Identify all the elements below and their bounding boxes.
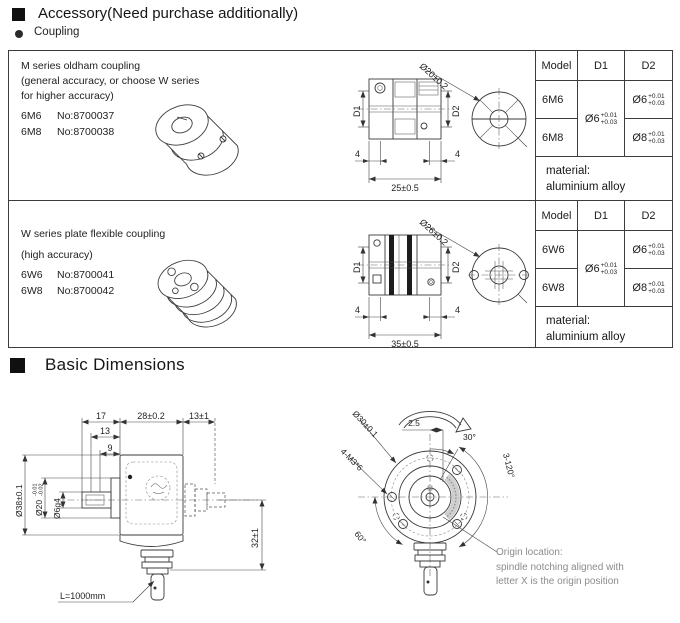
w-coupling-technical-drawing: D1 D2 4 4 [352,217,530,349]
model-numbers: 6M6 No:8700037 6M8 No:8700038 [21,108,199,140]
rotation-arrow-icon [398,411,472,433]
dim-diameter: Ø20±0.2 [418,61,450,91]
table-row-w-series: W series plate flexible coupling (high a… [9,201,672,349]
spec-model-cell: 6M6 [536,81,578,119]
angle-30-label: 30° [463,432,476,442]
basic-dimensions-title: Basic Dimensions [45,355,185,374]
side-view-dimensions: 17 28±0.2 13±1 13 9 Ø38±0.1 Ø20 -0.01 -0… [14,411,266,603]
dim-28: 28±0.2 [137,411,164,421]
dia-6g4-label: Ø6g4 [52,498,62,519]
m-series-description: M series oldham coupling (general accura… [21,59,199,140]
svg-text:Ø20: Ø20 [34,500,44,516]
part-number: No:8700038 [57,126,115,138]
dia-20-label: Ø20 -0.01 -0.02 [33,483,45,516]
dim-13: 13 [100,426,110,436]
dim-width: 35±0.5 [391,339,418,349]
encoder-front-view-drawing: 2.5 30° Ø30±0.1 4-M3*6 3-120° 60° [339,409,517,596]
desc-line: W series plate flexible coupling [21,228,166,240]
part-number: No:8700042 [57,285,115,297]
encoder-body [54,454,258,601]
mating-screw-dashed [184,483,226,517]
spec-model-cell: 6W6 [536,231,578,269]
section-square-icon [10,358,25,373]
d1-label: D1 [352,105,362,117]
front-view-body [358,434,508,596]
dia-30-label: Ø30±0.1 [351,409,381,440]
desc-line: for higher accuracy) [21,90,114,102]
model-numbers: 6W6 No:8700041 6W8 No:8700042 [21,267,165,299]
dim-diameter: Ø26±0.2 [418,217,450,247]
spec-header-d1: D1 [578,51,625,81]
dim-2-5-label: 2.5 [408,418,420,428]
encoder-side-view-drawing: 17 28±0.2 13±1 13 9 Ø38±0.1 Ø20 -0.01 -0… [14,411,266,603]
side-view [357,78,453,140]
spec-material-cell: material: aluminium alloy [546,165,626,193]
spec-header-model: Model [536,51,578,81]
dim-32-label: 32±1 [250,528,260,548]
spec-header-d2: D2 [625,51,672,81]
dim-4-right: 4 [455,305,460,315]
accessory-section-title: Accessory(Need purchase additionally) [38,5,299,22]
spec-d2-cell: Ø6+0.01+0.03 [625,81,672,119]
w-series-description: W series plate flexible coupling (high a… [21,227,165,299]
spec-header-d1: D1 [578,201,625,231]
spec-header-d2: D2 [625,201,672,231]
svg-text:-0.02: -0.02 [39,483,45,496]
model-code: 6W8 [21,285,43,297]
angle-60-label: 60° [352,529,368,545]
coupling-accessory-table: M series oldham coupling (general accura… [8,50,673,349]
desc-line: M series oldham coupling [21,60,141,72]
dim-9: 9 [107,443,112,453]
front-view: Ø20±0.2 [418,61,528,150]
dia-38-label: Ø38±0.1 [14,484,24,517]
cable-length-label: L=1000mm [60,591,105,601]
coupling-subsection-title: Coupling [34,26,80,38]
m-series-spec-table: Model D1 D2 6M6 Ø6+0.01+0.03 Ø6+0.01+0.0… [535,51,672,200]
section-square-icon [12,8,25,21]
m-coupling-3d-illustration [155,104,239,176]
spec-model-cell: 6M8 [536,119,578,157]
model-code: 6M8 [21,126,42,138]
table-row-m-series: M series oldham coupling (general accura… [9,51,672,201]
dim-17: 17 [96,411,106,421]
spec-d2-cell: Ø6+0.01+0.03 [625,231,672,269]
spec-d2-cell: Ø8+0.01+0.03 [625,269,672,307]
dim-4-left: 4 [355,149,360,159]
front-view-dimensions: 2.5 30° Ø30±0.1 4-M3*6 3-120° 60° [339,409,517,553]
side-view-dimensions: D1 D2 4 4 [352,246,461,349]
spec-d1-cell: Ø6+0.01+0.03 [578,231,625,307]
svg-text:-0.01: -0.01 [33,483,39,496]
dim-4-right: 4 [455,149,460,159]
side-view [357,234,453,296]
dim-13-1: 13±1 [189,411,209,421]
desc-line: (high accuracy) [21,249,93,261]
screw-spec-label: 4-M3*6 [339,446,366,473]
d2-label: D2 [451,261,461,273]
dim-4-left: 4 [355,305,360,315]
model-code: 6M6 [21,110,42,122]
hole-spec-label: 3-120° [501,452,517,479]
d1-label: D1 [352,261,362,273]
spec-header-model: Model [536,201,578,231]
spec-d2-cell: Ø8+0.01+0.03 [625,119,672,157]
bullet-circle-icon [15,30,23,38]
spec-model-cell: 6W8 [536,269,578,307]
w-series-spec-table: Model D1 D2 6W6 Ø6+0.01+0.03 Ø6+0.01+0.0… [535,201,672,347]
spec-material-cell: material: aluminium alloy [546,315,626,343]
dim-width: 25±0.5 [391,183,418,193]
m-coupling-technical-drawing: D1 D2 4 4 [352,61,528,193]
part-number: No:8700037 [57,110,115,122]
part-number: No:8700041 [57,269,115,281]
origin-location-note: Origin location: spindle notching aligne… [496,547,624,587]
desc-line: (general accuracy, or choose W series [21,75,200,87]
front-view: Ø26±0.2 [418,217,530,306]
spec-d1-cell: Ø6+0.01+0.03 [578,81,625,157]
side-view-dimensions: D1 D2 4 4 [352,90,461,193]
w-coupling-3d-illustration [157,259,237,328]
model-code: 6W6 [21,269,43,281]
d2-label: D2 [451,105,461,117]
